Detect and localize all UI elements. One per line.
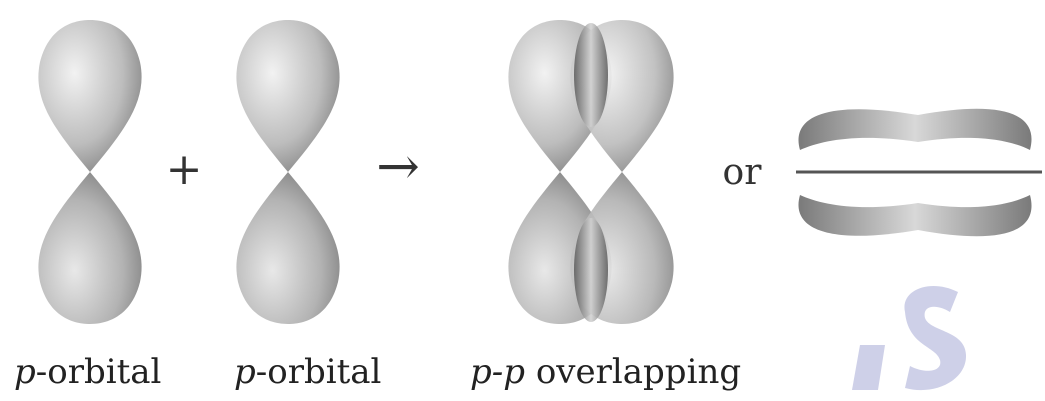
p-orbital-1-lower-lobe (38, 172, 142, 324)
p-p-overlap (508, 20, 674, 324)
plus-sign: + (166, 144, 203, 195)
label-p-orbital-2-rest: -orbital (255, 352, 382, 392)
label-p-orbital-1: p-orbital (14, 352, 161, 392)
reaction-arrow: → (376, 137, 420, 197)
label-p-p-rest: overlapping (525, 352, 742, 392)
label-p-p-italic: p-p (470, 352, 526, 392)
or-text: or (723, 152, 763, 193)
overlap-region-lower (574, 218, 608, 322)
overlap-region-upper (574, 23, 608, 127)
label-p-orbital-2: p-orbital (234, 352, 381, 392)
label-p-orbital-2-italic: p (234, 352, 256, 392)
p-orbital-1-upper-lobe (38, 20, 142, 172)
pi-bond-lower-band (798, 195, 1032, 237)
label-p-orbital-1-rest: -orbital (35, 352, 162, 392)
label-p-p-overlapping: p-p overlapping (470, 352, 741, 392)
p-orbital-2 (236, 20, 340, 324)
p-orbital-2-upper-lobe (236, 20, 340, 172)
watermark-mark (904, 285, 967, 391)
watermark-mark-tail (852, 345, 885, 390)
label-p-orbital-1-italic: p (14, 352, 36, 392)
p-orbital-1 (38, 20, 142, 324)
p-orbital-2-lower-lobe (236, 172, 340, 324)
pi-bond-upper-band (798, 108, 1032, 150)
pi-bond-representation (796, 108, 1042, 237)
